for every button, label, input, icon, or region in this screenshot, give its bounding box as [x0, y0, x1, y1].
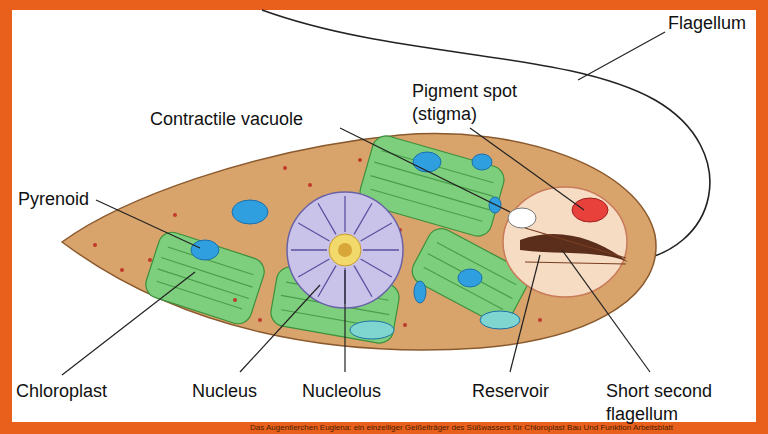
part-label: Chloroplast [16, 380, 107, 403]
granules [93, 158, 542, 327]
part-label: Reservoir [472, 380, 549, 403]
part-label: Short second flagellum [606, 380, 751, 425]
part-label: Nucleus [192, 380, 257, 403]
watermark: Das Augentierchen Euglena: ein einzellig… [250, 424, 673, 432]
cell-body [62, 134, 656, 350]
pyrenoids-vacuoles [191, 152, 520, 339]
reservoir [503, 187, 628, 297]
chloroplasts [142, 133, 532, 346]
ground [12, 10, 756, 422]
part-label: Flagellum [668, 12, 746, 35]
part-label: Pyrenoid [18, 188, 89, 211]
part-label: Nucleolus [302, 380, 381, 403]
part-label: Pigment spot (stigma) [412, 80, 562, 125]
part-label: Contractile vacuole [150, 108, 303, 131]
leader-lines [62, 32, 665, 375]
